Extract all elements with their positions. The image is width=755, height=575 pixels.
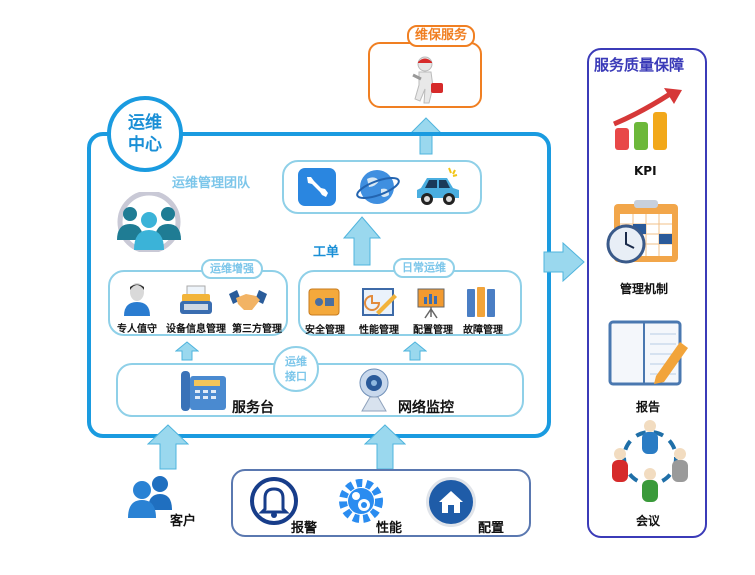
customer-label: 客户 bbox=[170, 514, 197, 529]
daily-ops-label: 日常运维 bbox=[393, 258, 455, 278]
meeting-people-icon bbox=[610, 418, 690, 502]
enhance-item-device-info: 设备信息管理 bbox=[166, 324, 226, 335]
binders-icon bbox=[466, 286, 496, 318]
repairman-icon bbox=[405, 55, 445, 105]
quality-item-meeting: 会议 bbox=[636, 514, 661, 528]
arrow-right-quality bbox=[543, 242, 585, 282]
service-desk-label: 服务台 bbox=[232, 400, 274, 416]
network-monitor-label: 网络监控 bbox=[398, 400, 454, 416]
safe-icon bbox=[308, 288, 340, 318]
quality-box bbox=[587, 48, 707, 538]
sources-box bbox=[231, 469, 531, 537]
source-performance-label: 性能 bbox=[376, 521, 403, 536]
performance-chart-icon bbox=[362, 288, 398, 318]
team-label: 运维管理团队 bbox=[172, 176, 251, 191]
ops-center-badge: 运维 中心 bbox=[107, 96, 183, 172]
ops-center-title-line2: 中心 bbox=[128, 135, 162, 155]
ops-center-title-line1: 运维 bbox=[128, 113, 162, 133]
interface-box bbox=[116, 363, 524, 417]
kpi-chart-icon bbox=[612, 86, 684, 156]
quality-item-report: 报告 bbox=[636, 400, 661, 414]
handshake-icon bbox=[228, 288, 268, 316]
enhance-label: 运维增强 bbox=[201, 259, 263, 279]
ticket-label: 工单 bbox=[313, 245, 340, 260]
typewriter-icon bbox=[178, 284, 214, 316]
quality-title: 服务质量保障 bbox=[594, 56, 685, 74]
arrow-up-sources bbox=[364, 424, 406, 470]
daily-item-configuration: 配置管理 bbox=[413, 325, 453, 336]
notebook-pencil-icon bbox=[608, 318, 690, 388]
customer-icon bbox=[126, 474, 176, 520]
arrow-up-ticket bbox=[343, 216, 381, 266]
team-icon bbox=[112, 190, 186, 254]
source-alarm-label: 报警 bbox=[291, 521, 318, 536]
quality-item-mechanism: 管理机制 bbox=[620, 282, 669, 296]
globe-icon bbox=[355, 165, 401, 209]
car-icon bbox=[415, 166, 463, 208]
arrow-up-customer bbox=[147, 424, 189, 470]
ops-center-box bbox=[87, 132, 551, 438]
arrow-up-enhance bbox=[175, 341, 199, 361]
daily-item-security: 安全管理 bbox=[305, 325, 345, 336]
interface-label-line2: 接口 bbox=[285, 370, 307, 383]
config-board-icon bbox=[416, 287, 446, 319]
wrench-icon bbox=[297, 167, 337, 207]
interface-badge: 运维 接口 bbox=[273, 346, 319, 392]
daily-item-performance: 性能管理 bbox=[359, 325, 399, 336]
home-icon bbox=[425, 476, 477, 528]
enhance-item-on-duty: 专人值守 bbox=[117, 324, 157, 335]
maintenance-label: 维保服务 bbox=[407, 25, 476, 47]
source-config-label: 配置 bbox=[478, 521, 505, 536]
calendar-clock-icon bbox=[604, 198, 682, 268]
enhance-item-third-party: 第三方管理 bbox=[232, 324, 282, 335]
webcam-icon bbox=[356, 367, 392, 413]
arrow-up-daily bbox=[403, 341, 427, 361]
interface-label-line1: 运维 bbox=[285, 355, 307, 368]
gear-icon bbox=[338, 478, 384, 524]
desk-phone-icon bbox=[180, 370, 228, 412]
alarm-bell-icon bbox=[249, 476, 299, 526]
on-duty-icon bbox=[122, 282, 152, 316]
daily-item-fault: 故障管理 bbox=[463, 325, 503, 336]
quality-item-kpi: KPI bbox=[634, 164, 657, 178]
